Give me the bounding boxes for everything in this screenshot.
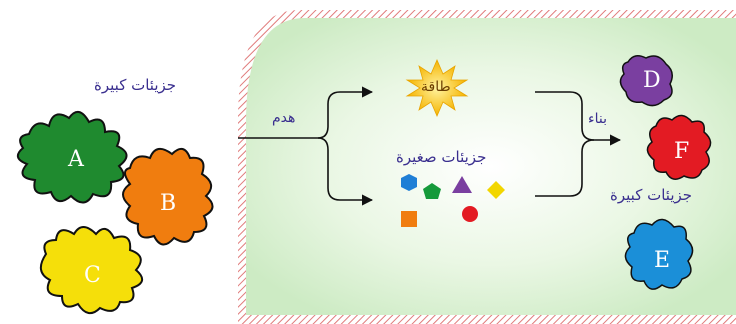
anabolism-line-top xyxy=(535,91,622,146)
catabolism-arrow-top xyxy=(238,86,374,139)
green-pentagon xyxy=(423,183,441,199)
molecule-e-letter: E xyxy=(654,248,670,273)
large-molecules-label-left: جزيئات كبيرة xyxy=(94,76,177,94)
molecule-a-shape xyxy=(16,111,128,204)
pathway-arrows xyxy=(238,86,622,206)
molecule-e-shape xyxy=(624,218,694,290)
catabolism-label: هدم xyxy=(272,110,296,126)
catabolism-arrow-bottom xyxy=(317,137,374,206)
large-molecules-label-right: جزيئات كبيرة xyxy=(610,186,693,204)
molecule-b-shape xyxy=(122,147,214,246)
molecule-b: B xyxy=(122,147,214,246)
molecule-f-shape xyxy=(646,114,712,180)
yellow-diamond xyxy=(487,181,505,199)
energy-label: طاقة xyxy=(421,79,451,95)
energy-burst xyxy=(405,58,469,118)
molecule-b-letter: B xyxy=(160,191,176,216)
molecule-d: D xyxy=(619,55,673,107)
molecule-c-letter: C xyxy=(84,263,101,288)
purple-triangle xyxy=(452,176,472,193)
molecule-c: C xyxy=(39,226,143,315)
orange-square xyxy=(401,211,417,227)
small-molecules-label: جزيئات صغيرة xyxy=(396,148,487,166)
anabolism-line-bottom xyxy=(535,139,595,197)
molecule-f-letter: F xyxy=(674,139,689,164)
molecule-e: E xyxy=(624,218,694,290)
molecule-d-letter: D xyxy=(643,68,661,93)
molecule-a: A xyxy=(16,111,128,204)
molecule-a-letter: A xyxy=(67,147,85,172)
molecule-d-shape xyxy=(619,55,673,107)
red-circle xyxy=(462,206,478,222)
small-molecules xyxy=(401,174,505,227)
molecule-f: F xyxy=(646,114,712,180)
molecule-c-shape xyxy=(39,226,143,315)
blue-hexagon xyxy=(401,174,417,191)
anabolism-label: بناء xyxy=(588,111,607,127)
